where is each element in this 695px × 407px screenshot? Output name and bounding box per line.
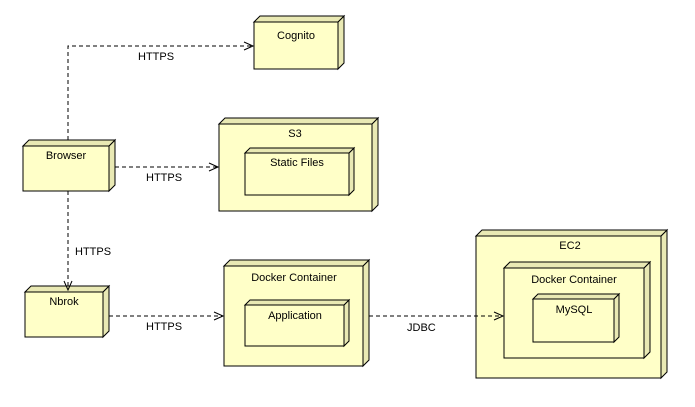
edge-app-mysql-label: JDBC <box>407 322 436 334</box>
node-application[interactable]: Application <box>243 298 351 348</box>
edge-browser-cognito-label: HTTPS <box>138 51 174 63</box>
node-static-files-label: Static Files <box>270 157 324 169</box>
edge-browser-s3-label: HTTPS <box>146 172 182 184</box>
edge-app-mysql: JDBC <box>369 311 505 334</box>
edge-browser-nbrok-label: HTTPS <box>75 246 111 258</box>
node-s3-label: S3 <box>288 128 301 140</box>
edge-browser-nbrok: HTTPS <box>63 191 111 292</box>
edge-browser-cognito: HTTPS <box>67 41 255 140</box>
node-nbrok[interactable]: Nbrok <box>23 284 111 339</box>
node-browser-label: Browser <box>46 150 87 162</box>
node-nbrok-label: Nbrok <box>49 296 79 308</box>
node-ec2-label: EC2 <box>559 240 580 252</box>
node-mysql-label: MySQL <box>556 304 593 316</box>
node-mysql[interactable]: MySQL <box>531 292 621 344</box>
edge-nbrok-app-label: HTTPS <box>146 321 182 333</box>
edge-browser-s3: HTTPS <box>115 162 220 184</box>
node-cognito-label: Cognito <box>277 30 315 42</box>
node-static-files[interactable]: Static Files <box>243 146 356 197</box>
node-browser[interactable]: Browser <box>21 138 117 193</box>
node-cognito[interactable]: Cognito <box>252 14 346 71</box>
node-application-label: Application <box>268 310 322 322</box>
node-docker-container-db-label: Docker Container <box>531 274 617 286</box>
node-docker-container-app-label: Docker Container <box>251 272 337 284</box>
edge-nbrok-app: HTTPS <box>109 311 225 333</box>
